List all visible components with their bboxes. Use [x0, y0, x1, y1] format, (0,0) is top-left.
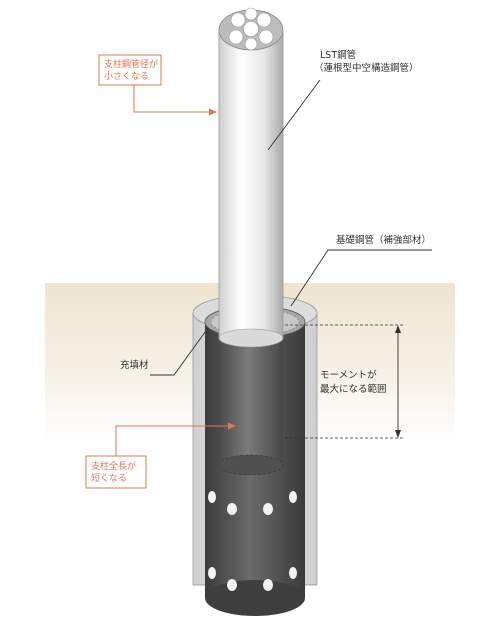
lotus-root-section: [228, 7, 274, 51]
embedded-pole: [219, 338, 283, 465]
foundation-holes: [208, 491, 297, 591]
lst-pipe-label-1: LST鋼管: [320, 49, 356, 61]
smaller-diameter-arrow: [209, 108, 217, 116]
callout-smaller-diameter-2: 小さくなる: [104, 71, 149, 82]
callout-shorter-length-1: 支柱全長が: [91, 460, 136, 472]
shorter-length-arrow: [228, 422, 236, 430]
foundation-pipe-bottom: [205, 580, 305, 616]
shorter-length-leader: [115, 425, 228, 456]
callout-smaller-diameter: [98, 54, 162, 86]
lst-pipe-ground-edge: [218, 328, 284, 348]
lst-steel-pipe: [218, 29, 284, 339]
moment-arrow-down: [395, 430, 401, 438]
lst-pipe-label-2: （蓮根型中空構造鋼管）: [314, 62, 419, 74]
foundation-pipe-leader: [290, 249, 432, 307]
foundation-pipe-label: 基礎鋼管（補強部材）: [336, 234, 431, 246]
embedded-pole-bottom: [218, 454, 284, 476]
filler-leader: [150, 327, 209, 376]
moment-arrow-up: [395, 325, 401, 333]
filler-label: 充填材: [120, 359, 149, 371]
callout-shorter-length-2: 短くなる: [91, 472, 127, 484]
moment-label-1: モーメントが: [320, 369, 377, 381]
smaller-diameter-leader: [133, 85, 210, 113]
moment-label-2: 最大になる範囲: [320, 383, 387, 395]
callout-smaller-diameter-1: 支柱鋼管径が: [104, 58, 158, 70]
callout-shorter-length: [85, 455, 147, 489]
lst-pipe-leader: [267, 79, 321, 151]
